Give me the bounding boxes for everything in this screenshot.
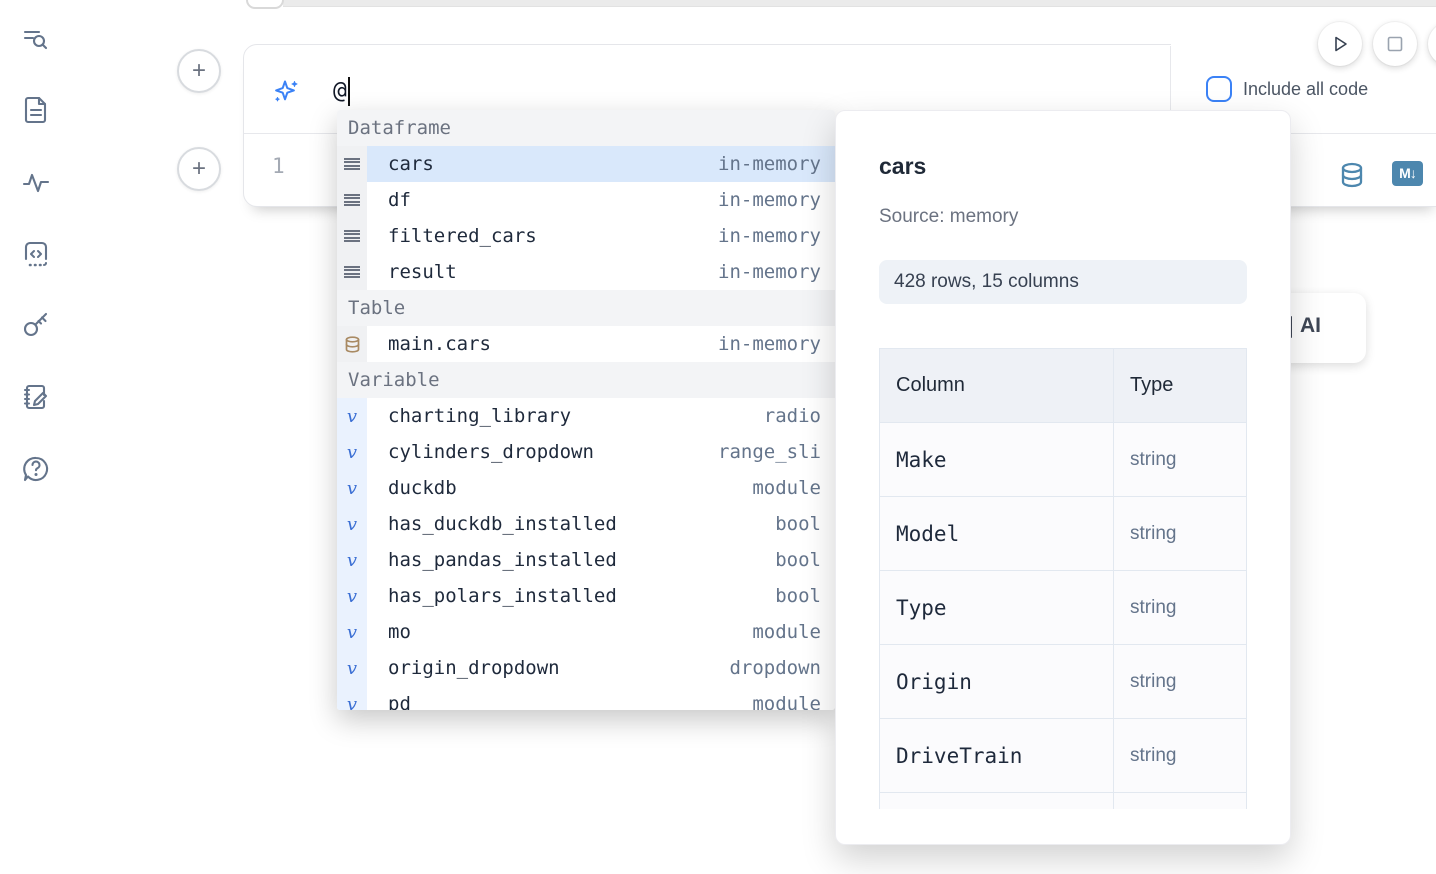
extra-action-button[interactable] <box>1428 22 1436 66</box>
schema-header-type: Type <box>1113 348 1247 423</box>
preview-source: Source: memory <box>879 206 1019 227</box>
help-chat-icon[interactable] <box>20 453 52 485</box>
previous-cell-handle <box>246 0 284 9</box>
variable-icon: v <box>337 506 367 542</box>
secrets-key-icon[interactable] <box>20 308 52 340</box>
shape-badge: 428 rows, 15 columns <box>879 260 1247 304</box>
schema-header-row: Column Type <box>879 348 1247 423</box>
variable-icon: v <box>337 398 367 434</box>
variable-icon: v <box>337 434 367 470</box>
line-number: 1 <box>272 154 285 178</box>
prompt-divider <box>1170 46 1171 132</box>
schema-row: Origin string <box>879 644 1247 719</box>
schema-table-container: Column Type Make string Model string Typ… <box>879 348 1247 809</box>
dataframe-icon <box>337 218 367 254</box>
include-all-code-label: Include all code <box>1243 79 1369 99</box>
convert-to-sql-button[interactable] <box>1338 161 1366 189</box>
snippets-code-icon[interactable] <box>20 238 52 270</box>
schema-table: Column Type Make string Model string Typ… <box>879 348 1247 809</box>
section-header-table: Table <box>337 290 835 326</box>
variable-icon: v <box>337 614 367 650</box>
dataframe-icon <box>337 182 367 218</box>
schema-row: Model string <box>879 496 1247 571</box>
include-all-code-checkbox[interactable] <box>1206 76 1232 102</box>
dataframe-icon <box>337 146 367 182</box>
section-header-variable: Variable <box>337 362 835 398</box>
dataframe-preview-popup: cars Source: memory 428 rows, 15 columns… <box>835 110 1291 845</box>
schema-row: DriveTrain string <box>879 718 1247 793</box>
ai-sparkle-icon <box>273 78 300 105</box>
run-cell-button[interactable] <box>1318 22 1362 66</box>
activity-icon[interactable] <box>20 166 52 198</box>
stop-button[interactable] <box>1373 22 1417 66</box>
schema-row: Type string <box>879 570 1247 645</box>
schema-header-column: Column <box>879 348 1114 423</box>
add-cell-button-bottom[interactable]: + <box>177 147 221 191</box>
dataframe-icon <box>337 254 367 290</box>
ai-prompt-value: @ <box>333 78 347 104</box>
schema-row-partial <box>879 792 1247 809</box>
variable-icon: v <box>337 650 367 686</box>
table-database-icon <box>337 326 367 362</box>
previous-cell-bottom-edge <box>283 0 1436 7</box>
ai-prompt-input[interactable]: @ <box>333 75 350 107</box>
code-editor-row[interactable]: 1 M↓ <box>244 134 1436 207</box>
add-cell-button-top[interactable]: + <box>177 49 221 93</box>
variable-icon: v <box>337 578 367 614</box>
schema-row: Make string <box>879 422 1247 497</box>
section-header-dataframe: Dataframe <box>337 110 835 146</box>
variable-icon: v <box>337 686 367 710</box>
preview-title: cars <box>879 153 927 179</box>
ai-card-label: AI <box>1300 314 1321 337</box>
scratchpad-icon[interactable] <box>20 381 52 413</box>
text-caret <box>347 76 350 106</box>
convert-to-markdown-button[interactable]: M↓ <box>1392 161 1423 186</box>
variable-icon: v <box>337 542 367 578</box>
document-icon[interactable] <box>20 94 52 126</box>
variable-icon: v <box>337 470 367 506</box>
search-list-icon[interactable] <box>20 24 52 56</box>
